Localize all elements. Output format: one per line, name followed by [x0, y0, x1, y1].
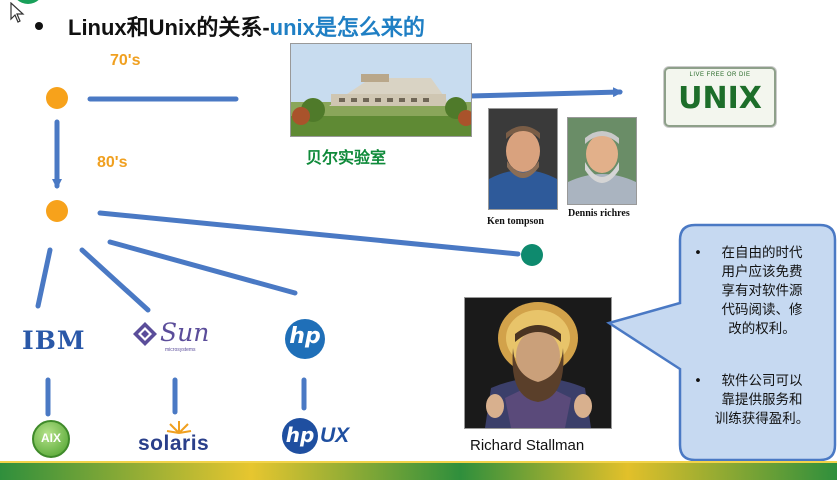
- footer-band: [0, 463, 837, 480]
- hpux-hp-text: hp: [285, 423, 315, 447]
- title-bullet: [35, 22, 43, 30]
- title-accent: unix是怎么来的: [269, 15, 425, 40]
- hp-logo-text: hp: [289, 324, 321, 349]
- ken-thompson-caption: Ken tompson: [487, 216, 544, 227]
- bullet-dot-icon: •: [694, 245, 702, 261]
- line-80s-to-ibm: [35, 247, 53, 309]
- callout-bullet-2: • 软件公司可以 靠提供服务和 训练获得盈利。: [680, 372, 830, 429]
- unix-license-plate: LIVE FREE OR DIE UNIX: [664, 67, 776, 127]
- line-80s-to-sun: [79, 247, 151, 313]
- callout-line: 在自由的时代: [721, 245, 803, 261]
- aix-logo: AIX: [32, 420, 70, 458]
- line-80s-to-hp: [107, 239, 298, 296]
- dennis-ritchie-caption: Dennis richres: [568, 208, 630, 219]
- stallman-caption: Richard Stallman: [470, 437, 585, 454]
- cursor-icon: [10, 2, 25, 23]
- line-80s-to-gnu: [97, 210, 521, 257]
- callout-line: 代码阅读、修: [721, 302, 803, 318]
- ibm-logo: IBM: [22, 326, 86, 355]
- ken-thompson-photo: [488, 108, 558, 210]
- sun-logo: Sun microsystems: [132, 318, 218, 358]
- solaris-logo: solaris: [138, 420, 218, 460]
- unix-plate-top-text: LIVE FREE OR DIE: [689, 72, 751, 78]
- callout-line: 软件公司可以: [721, 373, 803, 389]
- hp-logo: hp: [285, 319, 325, 359]
- callout-bullet-1: • 在自由的时代 用户应该免费 享有对软件源 代码阅读、修 改的权利。: [680, 244, 830, 339]
- hpux-ux-text: UX: [320, 424, 350, 447]
- sun-diamond-icon: [133, 322, 157, 346]
- sun-logo-sub: microsystems: [165, 347, 196, 353]
- bell-labs-label: 贝尔实验室: [306, 150, 387, 167]
- callout-line: 改的权利。: [728, 321, 796, 337]
- node-80s: [46, 200, 68, 222]
- node-70s: [46, 87, 68, 109]
- callout-line: 用户应该免费: [721, 264, 803, 280]
- footer-accent-line: [0, 461, 837, 463]
- hpux-logo: hp UX: [282, 418, 354, 458]
- stallman-photo: [464, 297, 612, 429]
- unix-plate-main-text: UNIX: [678, 81, 762, 116]
- decade-label-70s: 70's: [110, 52, 141, 69]
- hpux-hp-mark: hp: [282, 418, 318, 454]
- callout-line: 训练获得盈利。: [714, 411, 810, 427]
- bullet-dot-icon: •: [694, 373, 702, 389]
- node-gnu: [521, 244, 543, 266]
- aix-logo-text: AIX: [40, 431, 61, 445]
- sun-logo-text: Sun: [160, 318, 210, 347]
- solaris-sun-icon: [166, 421, 192, 434]
- decorative-circle: [12, 0, 44, 4]
- callout-bubble-shape: [606, 223, 837, 462]
- arrow-bell-to-unix: [467, 87, 623, 99]
- bell-labs-photo: [290, 43, 472, 137]
- callout-text: • 在自由的时代 用户应该免费 享有对软件源 代码阅读、修 改的权利。 • 软件…: [680, 244, 830, 454]
- slide-title: Linux和Unix的关系-unix是怎么来的: [68, 10, 425, 42]
- callout-line: 靠提供服务和: [721, 392, 803, 408]
- decade-label-80s: 80's: [97, 154, 128, 171]
- callout-line: 享有对软件源: [721, 283, 803, 299]
- dennis-ritchie-photo: [567, 117, 637, 205]
- solaris-logo-text: solaris: [138, 432, 210, 455]
- title-main: Linux和Unix的关系-: [68, 15, 270, 40]
